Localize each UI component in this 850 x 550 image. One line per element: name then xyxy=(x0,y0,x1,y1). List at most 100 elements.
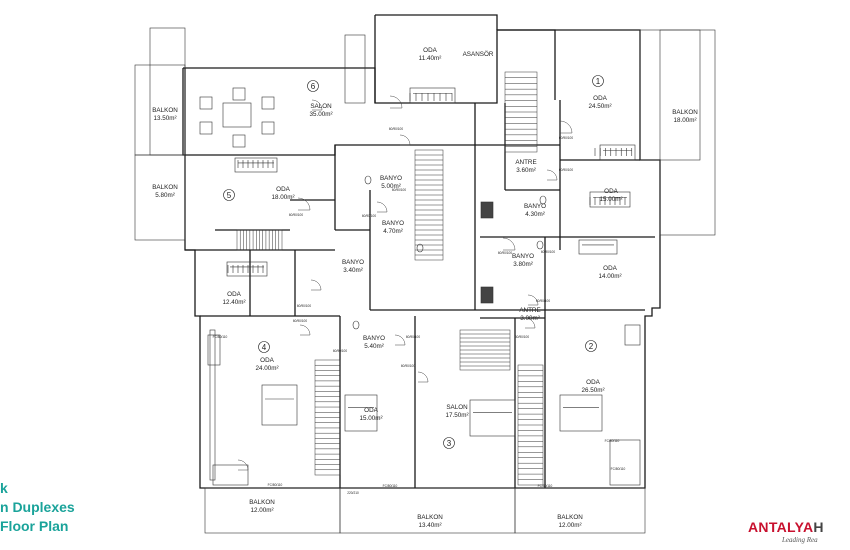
door-dim-label: FC/80/110 xyxy=(538,484,553,488)
room-name: ANTRE xyxy=(519,307,540,314)
armchair xyxy=(232,134,246,148)
balcony-outline xyxy=(514,487,646,534)
room-area: 3.40m² xyxy=(343,267,363,274)
room-area: 12.00m² xyxy=(558,522,581,529)
armchair xyxy=(261,96,275,110)
marker-circle xyxy=(443,437,455,449)
room-name: ODA xyxy=(227,291,241,298)
marker-circle xyxy=(223,189,235,201)
door-dim-label: 60/90/100 xyxy=(389,127,403,131)
room-area: 17.50m² xyxy=(445,412,468,419)
balcony-outline xyxy=(212,464,249,486)
coffee-table xyxy=(222,102,252,128)
door-dim-label: 60/90/100 xyxy=(541,250,555,254)
door-swing xyxy=(389,95,403,109)
door-dim-label: 60/90/100 xyxy=(559,168,573,172)
door-dimension-labels: 60/90/100 60/90/100 60/90/100 60/90/100 60/9… xyxy=(213,127,626,495)
door-swing xyxy=(297,197,311,211)
door-dim-label: 60/90/100 xyxy=(333,349,347,353)
door-swings xyxy=(237,95,573,471)
room-area: 12.40m² xyxy=(222,299,245,306)
door-dim-label: 60/90/100 xyxy=(401,364,415,368)
room-name: BALKON xyxy=(152,107,178,114)
room-area: 3.60m² xyxy=(516,167,536,174)
door-swing xyxy=(527,294,539,306)
room-name: BALKON xyxy=(672,109,698,116)
toilet xyxy=(416,243,424,253)
door-dim-label: FC/80/110 xyxy=(611,467,626,471)
room-name: ODA xyxy=(364,407,378,414)
bed xyxy=(344,394,378,432)
door-swing xyxy=(299,324,311,336)
bed xyxy=(578,239,618,255)
door-swing xyxy=(311,99,323,111)
toilet xyxy=(364,175,372,185)
room-name: SALON xyxy=(310,103,332,110)
room-area: 24.50m² xyxy=(588,103,611,110)
room-name: ANTRE xyxy=(515,159,536,166)
bed xyxy=(559,394,603,432)
door-dim-label: 220/210 xyxy=(347,491,359,495)
room-area: 18.00m² xyxy=(271,194,294,201)
room-name: BANYO xyxy=(524,203,546,210)
door-swing xyxy=(376,201,388,213)
room-name: ODA xyxy=(603,265,617,272)
room-area: 3.80m² xyxy=(513,261,533,268)
armchair xyxy=(232,87,246,101)
door-swing xyxy=(399,134,411,146)
door-dim-label: FC/80/110 xyxy=(605,439,620,443)
room-name: ODA xyxy=(586,379,600,386)
door-swing xyxy=(546,169,558,181)
room-area: 4.30m² xyxy=(525,211,545,218)
room-area: 12.00m² xyxy=(250,507,273,514)
room-name: ODA xyxy=(423,47,437,54)
door-dim-label: 60/90/100 xyxy=(559,136,573,140)
armchair xyxy=(199,96,213,110)
balcony-outline xyxy=(209,329,216,481)
door-swing xyxy=(237,459,249,471)
caption-line-1: k xyxy=(0,480,8,496)
bed xyxy=(234,157,278,173)
wall-segment xyxy=(183,29,661,489)
balcony-outline xyxy=(609,439,641,486)
room-area: 3.00m² xyxy=(520,315,540,322)
kitchen-counter xyxy=(344,34,366,104)
shower-tray xyxy=(480,201,494,219)
room-name: BANYO xyxy=(342,259,364,266)
logo-letter: H xyxy=(813,519,824,535)
wall-segment xyxy=(497,29,556,100)
room-area: 13.50m² xyxy=(153,115,176,122)
room-name: BANYO xyxy=(380,175,402,182)
marker-number: 5 xyxy=(227,191,232,200)
furniture xyxy=(199,34,636,437)
room-area: 4.70m² xyxy=(383,228,403,235)
door-dim-label: 60/90/100 xyxy=(406,335,420,339)
door-dim-label: 60/90/100 xyxy=(536,299,550,303)
room-name: ODA xyxy=(593,95,607,102)
marker-number: 3 xyxy=(447,439,452,448)
room-area: 18.00m² xyxy=(673,117,696,124)
armchair xyxy=(199,121,213,135)
armchair xyxy=(261,121,275,135)
marker-circle xyxy=(592,75,604,87)
room-area: 24.00m² xyxy=(255,365,278,372)
door-swing xyxy=(559,120,573,134)
marker-number: 4 xyxy=(262,343,267,352)
room-area: 13.40m² xyxy=(418,522,441,529)
room-name: BALKON xyxy=(152,184,178,191)
room-area: 11.40m² xyxy=(419,55,442,62)
balcony-outline xyxy=(207,334,221,366)
door-dim-label: 60/90/100 xyxy=(498,251,512,255)
logo-name: ANTALYA xyxy=(748,519,814,535)
door-dim-label: FC/80/110 xyxy=(383,484,398,488)
door-dim-label: FC/80/110 xyxy=(268,483,283,487)
company-logo: ANTALYAH xyxy=(748,519,824,535)
balcony-outline xyxy=(659,29,716,236)
toilet xyxy=(352,320,360,330)
room-name: BALKON xyxy=(249,499,275,506)
door-dim-label: 60/90/100 xyxy=(289,213,303,217)
marker-number: 1 xyxy=(596,77,601,86)
door-dim-label: 60/90/100 xyxy=(392,188,406,192)
